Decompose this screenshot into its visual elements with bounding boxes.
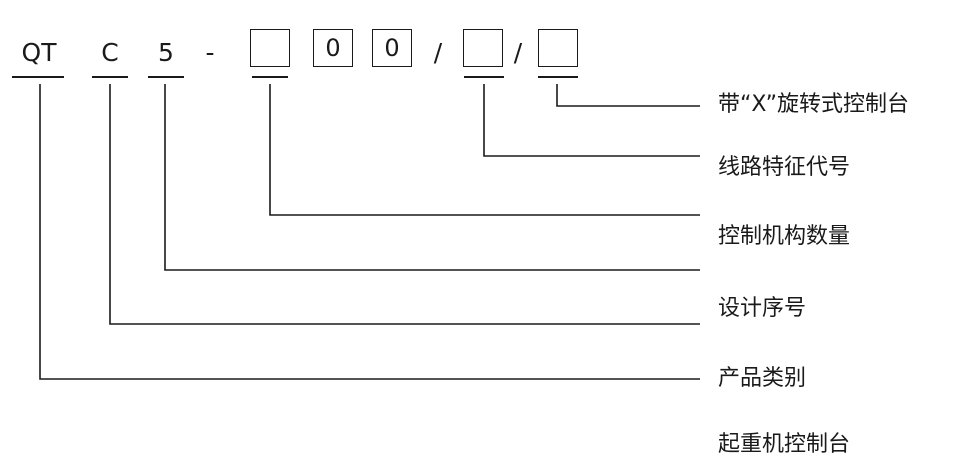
underline-box-1 xyxy=(252,76,288,78)
code-box-4 xyxy=(463,29,503,67)
code-seg-c: C xyxy=(101,37,119,67)
underline-5 xyxy=(148,76,184,78)
code-slash-2: / xyxy=(513,37,523,67)
connector-line-feature xyxy=(483,84,700,157)
connector-design-no xyxy=(164,84,700,271)
label-handle: 带“X”旋转式控制台 xyxy=(718,92,909,117)
code-box-5 xyxy=(538,29,578,67)
label-product: 起重机控制台 xyxy=(718,432,851,457)
code-box-2: 0 xyxy=(313,29,353,67)
connector-category xyxy=(39,84,700,380)
label-line-feature: 线路特征代号 xyxy=(718,155,851,180)
code-dash: - xyxy=(205,37,215,67)
code-seg-5: 5 xyxy=(158,37,174,67)
underline-box-4 xyxy=(464,76,504,78)
connector-c xyxy=(109,84,700,325)
underline-qt xyxy=(12,76,64,78)
label-mechanism-count: 控制机构数量 xyxy=(718,224,851,249)
code-box-3: 0 xyxy=(372,29,412,67)
underline-c xyxy=(92,76,128,78)
label-category: 产品类别 xyxy=(718,366,807,391)
connector-handle xyxy=(556,84,700,107)
code-slash-1: / xyxy=(433,37,443,67)
code-seg-qt: QT xyxy=(21,37,57,67)
label-design-no: 设计序号 xyxy=(718,296,807,321)
connector-mechanism-count xyxy=(269,84,700,216)
underline-box-5 xyxy=(538,76,578,78)
code-box-1 xyxy=(250,29,290,67)
